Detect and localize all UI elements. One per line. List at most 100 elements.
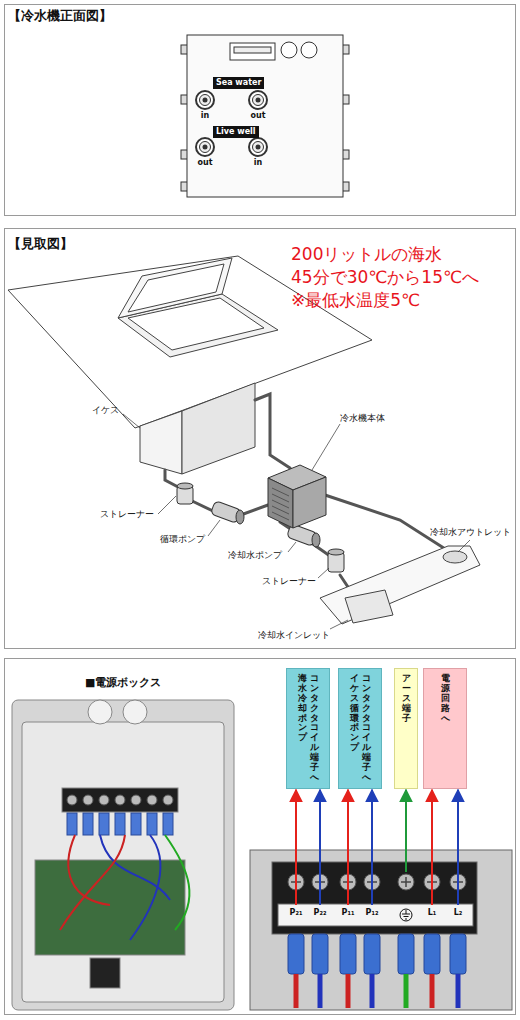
- destination-box: アース端子: [394, 668, 418, 789]
- panel-frame: [5, 5, 516, 1015]
- terminal-label: P₁₁: [341, 907, 356, 919]
- pipe-port: [200, 95, 211, 106]
- pipe-port: [200, 142, 211, 153]
- wire-arrow: [457, 790, 459, 905]
- live-well: [140, 383, 255, 474]
- terminal-screw: [456, 974, 461, 1008]
- terminal-label: L₁: [427, 907, 438, 919]
- power-box: [22, 722, 224, 1002]
- pipe: [255, 394, 290, 468]
- terminal-screw: [318, 974, 323, 1008]
- power-box: [88, 700, 112, 724]
- port-label: out: [197, 158, 212, 168]
- terminal-screw: [404, 974, 409, 1008]
- chiller-body: [268, 478, 293, 528]
- terminal-screw: [340, 934, 356, 974]
- chiller-front: [234, 47, 271, 53]
- hull: [443, 551, 467, 563]
- part-name: 冷却水アウトレット: [430, 527, 511, 538]
- leader-line: [208, 520, 220, 536]
- terminal-block: [115, 813, 125, 835]
- terminal-name: P₁₂: [366, 908, 379, 917]
- deck: [128, 264, 224, 312]
- terminal-block: [67, 795, 77, 805]
- leader-line: [123, 414, 470, 629]
- chiller-front: [301, 42, 317, 58]
- spec-note: ※最低水温度5℃: [291, 290, 420, 310]
- terminal-block: [67, 795, 173, 835]
- terminal-block: [163, 813, 173, 835]
- power-box: [35, 860, 185, 955]
- pipe-port: [253, 142, 264, 153]
- part-name: 冷水機本体: [340, 413, 385, 424]
- earth-symbol: [402, 910, 410, 919]
- power-box: [62, 788, 178, 812]
- port-label: out: [250, 111, 265, 121]
- pump: [312, 533, 320, 547]
- pipe-port: [249, 138, 267, 156]
- terminal-screw: [312, 934, 328, 974]
- chiller-front: [230, 43, 275, 60]
- wire-arrow: [371, 790, 373, 905]
- box-text: コンタクタコイル端子へ: [362, 674, 371, 783]
- terminal-screw: [450, 934, 466, 974]
- terminal-screw: [401, 877, 411, 887]
- terminal-block: [147, 795, 157, 805]
- wire-arrow: [347, 790, 349, 905]
- box-text: イケス循環ポンプ: [350, 674, 359, 783]
- terminal-block: [115, 795, 125, 805]
- leader-line: [288, 542, 296, 552]
- spec-note: 200リットルの海水: [291, 244, 442, 264]
- terminal-name: L₁: [428, 908, 437, 917]
- leader-line: [318, 568, 329, 578]
- terminal-photo: [250, 850, 512, 1010]
- terminal-block: [67, 813, 77, 835]
- hull: [320, 546, 480, 624]
- pipe-port: [196, 138, 214, 156]
- part-name: 冷却水ポンプ: [228, 550, 282, 561]
- spec-note: 45分で30℃から15℃へ: [291, 267, 479, 287]
- terminal-screw: [288, 874, 466, 1008]
- terminal-block: [99, 795, 109, 805]
- terminal-screw: [294, 974, 299, 1008]
- panel-frame: [5, 229, 516, 649]
- box-text: アース端子: [402, 674, 411, 783]
- port-label: in: [201, 111, 209, 121]
- pipe-port: [253, 95, 264, 106]
- wire-arrow: [295, 790, 297, 905]
- leader-line: [158, 496, 176, 514]
- terminal-name: P₁₁: [342, 908, 355, 917]
- destination-box: イケス循環ポンプコンタクタコイル端子へ: [338, 668, 382, 789]
- terminal-label: L₂: [453, 907, 464, 919]
- panel-frame: [5, 5, 516, 216]
- terminal-name: L₂: [454, 908, 463, 917]
- terminal-screw: [398, 934, 414, 974]
- strainer: [328, 549, 344, 555]
- terminal-name: P₂₁: [290, 908, 303, 917]
- terminal-block: [83, 813, 93, 835]
- terminal-block: [99, 813, 109, 835]
- port-label: in: [254, 158, 262, 168]
- pipe-port: [196, 91, 267, 156]
- wire-arrow: [319, 790, 321, 905]
- wire: [165, 835, 189, 930]
- part-name: イケス: [92, 405, 119, 416]
- part-name: 循環ポンプ: [160, 534, 205, 545]
- pipe-port: [256, 145, 261, 150]
- terminal-block: [147, 813, 157, 835]
- part-name: ストレーナー: [262, 576, 316, 587]
- terminal-screw: [424, 934, 440, 974]
- power-box: [12, 700, 234, 1010]
- pipe-port: [203, 98, 208, 103]
- part-name: 冷却水インレット: [258, 630, 330, 641]
- part-name: ストレーナー: [100, 509, 154, 520]
- deck: [118, 258, 232, 318]
- earth-symbol: [400, 909, 412, 921]
- terminal-block: [131, 813, 141, 835]
- chiller-front: [187, 35, 343, 197]
- live-well: [182, 383, 255, 474]
- strainer: [177, 483, 193, 489]
